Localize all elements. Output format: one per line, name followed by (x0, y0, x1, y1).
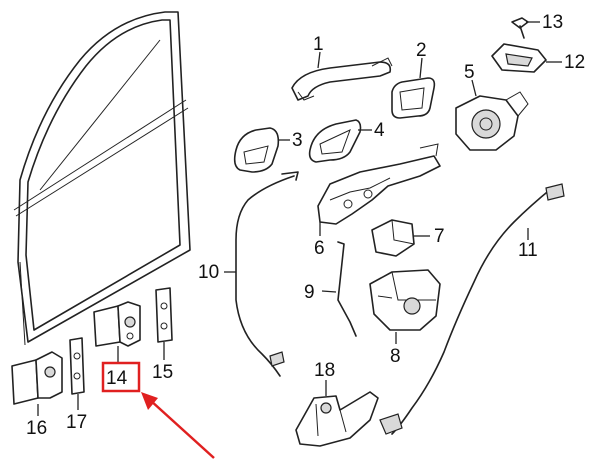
highlight-arrow-head (141, 392, 158, 410)
callout-17: 17 (66, 412, 87, 433)
callout-4: 4 (374, 120, 385, 141)
part-8-latch (369, 269, 441, 331)
part-2-handle-bezel (391, 77, 436, 119)
highlight-arrow-shaft (149, 399, 215, 459)
callout-1: 1 (313, 34, 324, 55)
callout-11: 11 (518, 240, 538, 261)
leader-lines (37, 21, 562, 416)
callout-12: 12 (564, 52, 585, 73)
part-10-cable (235, 171, 299, 377)
part-5-actuator (455, 91, 529, 151)
part-6-rod-assembly (317, 143, 441, 225)
part-12-bracket (491, 43, 547, 73)
part-18-check-strap (295, 391, 379, 447)
callout-5: 5 (464, 62, 475, 83)
callout-7: 7 (434, 226, 445, 247)
callout-2: 2 (416, 40, 427, 61)
callout-16: 16 (26, 418, 47, 439)
part-15-shim (155, 287, 173, 343)
callout-8: 8 (390, 346, 401, 367)
callout-6: 6 (314, 238, 325, 259)
callout-13: 13 (542, 12, 563, 33)
highlight-box (101, 361, 141, 393)
door-outline (13, 11, 191, 346)
part-13-screw (511, 17, 529, 39)
callout-15: 15 (152, 362, 173, 383)
part-4-gasket (308, 119, 362, 163)
highlight-marker (101, 361, 215, 459)
callout-10: 10 (198, 262, 219, 283)
part-11-cable (379, 183, 565, 435)
callout-18: 18 (314, 360, 335, 381)
part-9-rod (337, 241, 357, 337)
part-3-cap (233, 127, 280, 173)
callout-9: 9 (304, 282, 315, 303)
callout-14: 14 (106, 368, 128, 389)
part-1-outside-handle (291, 57, 393, 101)
part-16-lower-hinge (11, 351, 63, 405)
part-7-cover (371, 219, 415, 257)
part-17-shim (69, 337, 85, 395)
callout-3: 3 (292, 130, 303, 151)
part-14-hinge (93, 301, 141, 347)
callout-labels: 1 2 3 4 5 6 7 8 9 10 11 12 13 14 15 16 1… (26, 12, 585, 439)
